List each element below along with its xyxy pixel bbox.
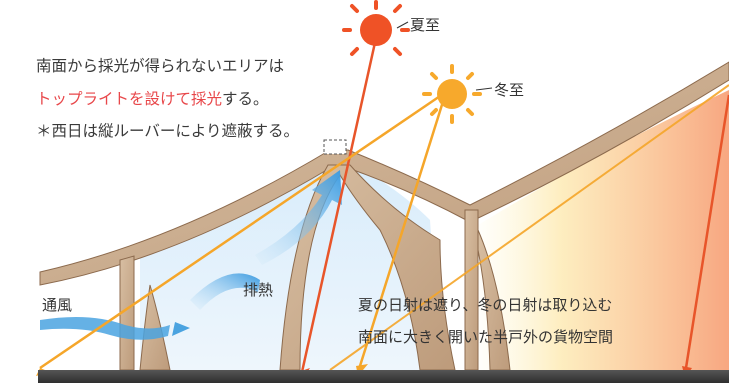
heat-arrow-icon xyxy=(255,170,342,265)
airflow-arrow-icon xyxy=(40,316,170,340)
exhaust-heat-label: 排熱 xyxy=(243,281,274,299)
note-line-2: トップライトを設けて採光する。 xyxy=(36,90,269,108)
interior-warm-zone xyxy=(470,90,729,370)
airflow-arrowhead-icon xyxy=(172,322,190,336)
heat-arrow-small-icon xyxy=(190,273,260,310)
skylight-icon xyxy=(323,139,347,155)
note-line-1: 南面から採光が得られないエリアは xyxy=(36,57,285,75)
roof-structure xyxy=(39,61,729,286)
interior-cool-zone xyxy=(140,160,440,370)
ventilation-label: 通風 xyxy=(42,296,73,314)
summer-leader-line xyxy=(396,21,409,29)
bottom-caption-line-1: 夏の日射は遮り、冬の日射は取り込む xyxy=(358,296,613,314)
note-highlight: トップライトを設けて採光 xyxy=(36,90,223,108)
summer-solstice-label: 夏至 xyxy=(410,16,441,34)
note-line-2-rest: する。 xyxy=(222,90,269,108)
bottom-caption-line-2: 南面に大きく開いた半戸外の貨物空間 xyxy=(358,328,614,346)
sun-icon xyxy=(422,64,482,124)
ground xyxy=(38,370,729,383)
winter-leader-line xyxy=(475,87,493,91)
note-line-3: ＊西日は縦ルーバーにより遮蔽する。 xyxy=(36,122,300,140)
sun-icon xyxy=(342,0,410,56)
winter-solstice-label: 冬至 xyxy=(494,81,525,99)
